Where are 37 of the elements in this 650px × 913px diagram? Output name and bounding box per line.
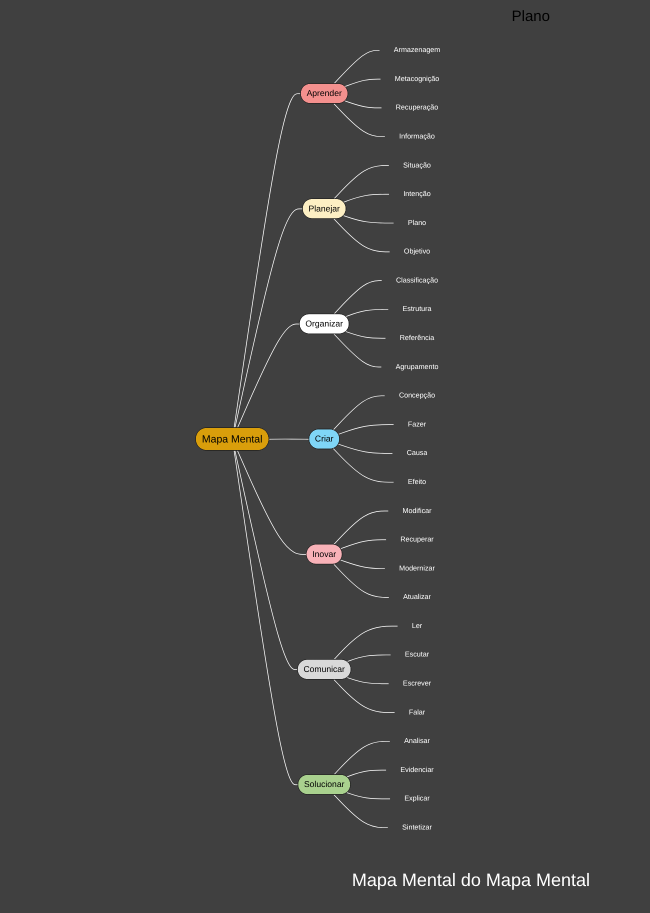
connector — [346, 654, 391, 662]
connector — [343, 194, 390, 203]
connector — [332, 395, 386, 430]
connector — [237, 324, 300, 428]
connector — [338, 444, 393, 454]
connector — [334, 679, 395, 713]
connector — [334, 280, 382, 314]
connector — [237, 450, 307, 555]
caption: Mapa Mental do Mapa Mental — [352, 870, 590, 891]
connector — [234, 450, 298, 786]
connector — [338, 424, 394, 435]
connector — [346, 331, 386, 339]
connector — [234, 93, 302, 428]
connector — [334, 626, 398, 660]
connector — [334, 218, 390, 252]
connector — [334, 103, 386, 138]
connector — [234, 450, 298, 670]
connector — [346, 770, 386, 778]
connector — [344, 100, 382, 108]
connector — [234, 208, 304, 428]
connector — [346, 792, 390, 800]
connector — [334, 50, 380, 84]
connector — [333, 510, 389, 545]
connector — [346, 309, 389, 317]
connector — [334, 794, 388, 828]
connector — [334, 165, 390, 200]
connector — [268, 438, 310, 440]
connector — [333, 564, 390, 598]
note-text: Plano — [512, 8, 550, 25]
connector — [334, 334, 382, 368]
connector — [340, 539, 386, 550]
connector — [340, 560, 386, 569]
connector — [344, 78, 381, 87]
connector — [343, 215, 394, 224]
connector — [346, 677, 389, 684]
connector — [334, 740, 390, 776]
connector — [332, 448, 394, 483]
